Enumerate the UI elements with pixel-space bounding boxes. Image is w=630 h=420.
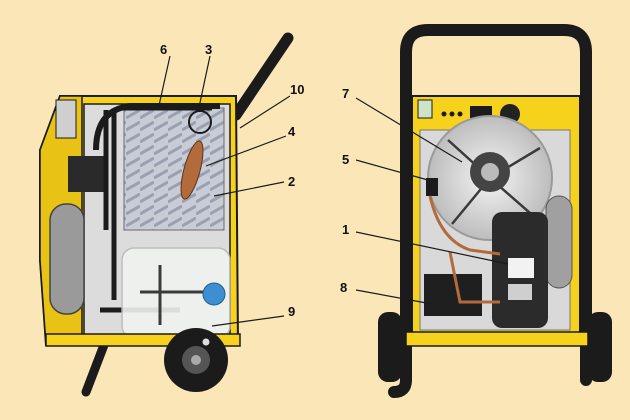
leader-lines	[157, 55, 509, 327]
callout-2: 2	[288, 174, 295, 189]
copper-tubing	[428, 195, 501, 304]
support-leg	[81, 340, 109, 397]
callout-7: 7	[342, 86, 349, 101]
callout-3: 3	[205, 42, 212, 57]
callout-9: 9	[288, 304, 295, 319]
piping	[100, 105, 212, 313]
callout-8: 8	[340, 280, 347, 295]
expansion-loop	[188, 110, 212, 134]
accumulator	[49, 203, 85, 315]
callout-6: 6	[160, 42, 167, 57]
coil-block	[123, 107, 225, 231]
float-sensor	[202, 282, 226, 306]
right-wheel	[588, 312, 612, 382]
filter-drier	[180, 140, 204, 200]
handle-frame	[400, 24, 592, 102]
left-wheel	[378, 312, 402, 382]
capacitor	[426, 178, 438, 196]
callout-4: 4	[288, 124, 296, 139]
fan-motor	[68, 156, 108, 192]
control-panel	[55, 99, 77, 139]
callout-5: 5	[342, 152, 349, 167]
electrical-box	[424, 274, 482, 316]
rear-view	[378, 24, 612, 398]
callout-10: 10	[290, 82, 304, 97]
side-cutaway-view	[39, 32, 294, 397]
callout-labels: 6 3 10 4 2 9 7 5 1 8	[160, 42, 349, 319]
callout-1: 1	[342, 222, 349, 237]
handle-bar	[230, 32, 294, 121]
